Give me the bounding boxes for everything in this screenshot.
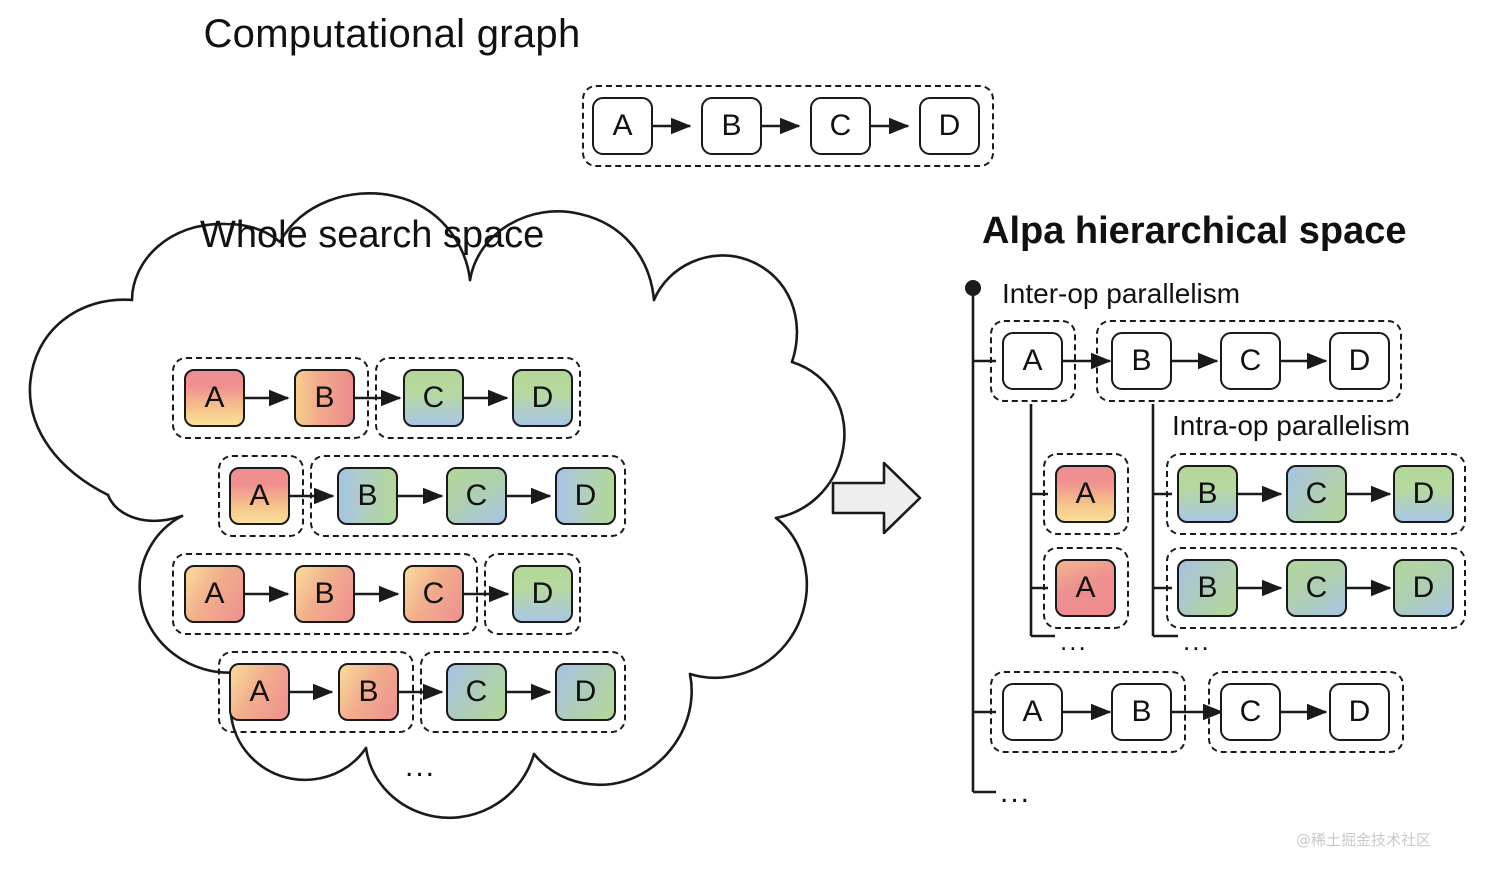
alpa-root-more-indicator: ...: [1000, 776, 1032, 809]
node-cg-c[interactable]: C: [810, 97, 871, 155]
alpa-second-row-group-1: [990, 671, 1186, 753]
alpa-intra-ops-more-indicator: ...: [1183, 626, 1211, 656]
node-alpa-i2-a[interactable]: A: [1055, 559, 1116, 617]
node-alpa-i2-b[interactable]: B: [1177, 559, 1238, 617]
label-intra-op-parallelism: Intra-op parallelism: [1172, 410, 1411, 441]
search-space-arrows: [245, 389, 552, 701]
node-alpa-i2-d[interactable]: D: [1393, 559, 1454, 617]
node-s3-b[interactable]: B: [294, 565, 355, 623]
node-alpa-i1-a[interactable]: A: [1055, 465, 1116, 523]
search-row-2-group-2: [310, 455, 626, 537]
search-row-2-group-1: [218, 455, 304, 537]
node-cg-d[interactable]: D: [919, 97, 980, 155]
node-s1-b[interactable]: B: [294, 369, 355, 427]
right-arrow-icon: [831, 461, 922, 535]
node-s1-c[interactable]: C: [403, 369, 464, 427]
search-row-3-group-2: [484, 553, 581, 635]
alpa-intra-row-2-ops-group: [1166, 547, 1466, 629]
node-alpa-inter-b[interactable]: B: [1111, 332, 1172, 390]
node-s2-a[interactable]: A: [229, 467, 290, 525]
node-alpa-inter-a[interactable]: A: [1002, 332, 1063, 390]
alpa-intra-row-1-stage-group: [1043, 453, 1129, 535]
node-alpa-i1-b[interactable]: B: [1177, 465, 1238, 523]
node-alpa-inter-c[interactable]: C: [1220, 332, 1281, 390]
node-alpa-inter-d[interactable]: D: [1329, 332, 1390, 390]
node-s1-a[interactable]: A: [184, 369, 245, 427]
node-alpa-i1-c[interactable]: C: [1286, 465, 1347, 523]
node-cg-b[interactable]: B: [701, 97, 762, 155]
search-space-more-indicator: ...: [405, 750, 437, 783]
search-row-3-group-1: [172, 553, 478, 635]
alpa-intra-stage-more-indicator: ...: [1060, 626, 1088, 656]
alpa-inter-row-group-2: [1096, 320, 1402, 402]
watermark: @稀土掘金技术社区: [1296, 831, 1432, 849]
search-row-4-group-1: [218, 651, 414, 733]
node-s3-a[interactable]: A: [184, 565, 245, 623]
node-s4-d[interactable]: D: [555, 663, 616, 721]
node-s1-d[interactable]: D: [512, 369, 573, 427]
node-alpa-s2-c[interactable]: C: [1220, 683, 1281, 741]
node-s3-c[interactable]: C: [403, 565, 464, 623]
node-cg-a[interactable]: A: [592, 97, 653, 155]
search-row-1-group-1: [172, 357, 369, 439]
node-s2-d[interactable]: D: [555, 467, 616, 525]
node-s4-a[interactable]: A: [229, 663, 290, 721]
node-s4-b[interactable]: B: [338, 663, 399, 721]
page-title-computational-graph: Computational graph: [0, 12, 1512, 57]
alpa-second-row-group-2: [1208, 671, 1404, 753]
computational-graph-group: [582, 85, 994, 167]
node-alpa-i2-c[interactable]: C: [1286, 559, 1347, 617]
node-alpa-s2-b[interactable]: B: [1111, 683, 1172, 741]
node-alpa-i1-d[interactable]: D: [1393, 465, 1454, 523]
page-title-text: Computational graph: [203, 12, 581, 56]
node-s2-c[interactable]: C: [446, 467, 507, 525]
alpa-inter-row-group-1: [990, 320, 1076, 402]
alpa-intra-row-2-stage-group: [1043, 547, 1129, 629]
label-inter-op-parallelism: Inter-op parallelism: [1002, 278, 1241, 309]
section-title-alpa-hierarchical-space: Alpa hierarchical space: [982, 210, 1407, 252]
search-row-4-group-2: [420, 651, 626, 733]
node-s3-d[interactable]: D: [512, 565, 573, 623]
section-title-whole-search-space: Whole search space: [200, 214, 545, 256]
node-s4-c[interactable]: C: [446, 663, 507, 721]
node-s2-b[interactable]: B: [337, 467, 398, 525]
node-alpa-s2-a[interactable]: A: [1002, 683, 1063, 741]
search-row-1-group-2: [375, 357, 581, 439]
alpa-intra-row-1-ops-group: [1166, 453, 1466, 535]
node-alpa-s2-d[interactable]: D: [1329, 683, 1390, 741]
